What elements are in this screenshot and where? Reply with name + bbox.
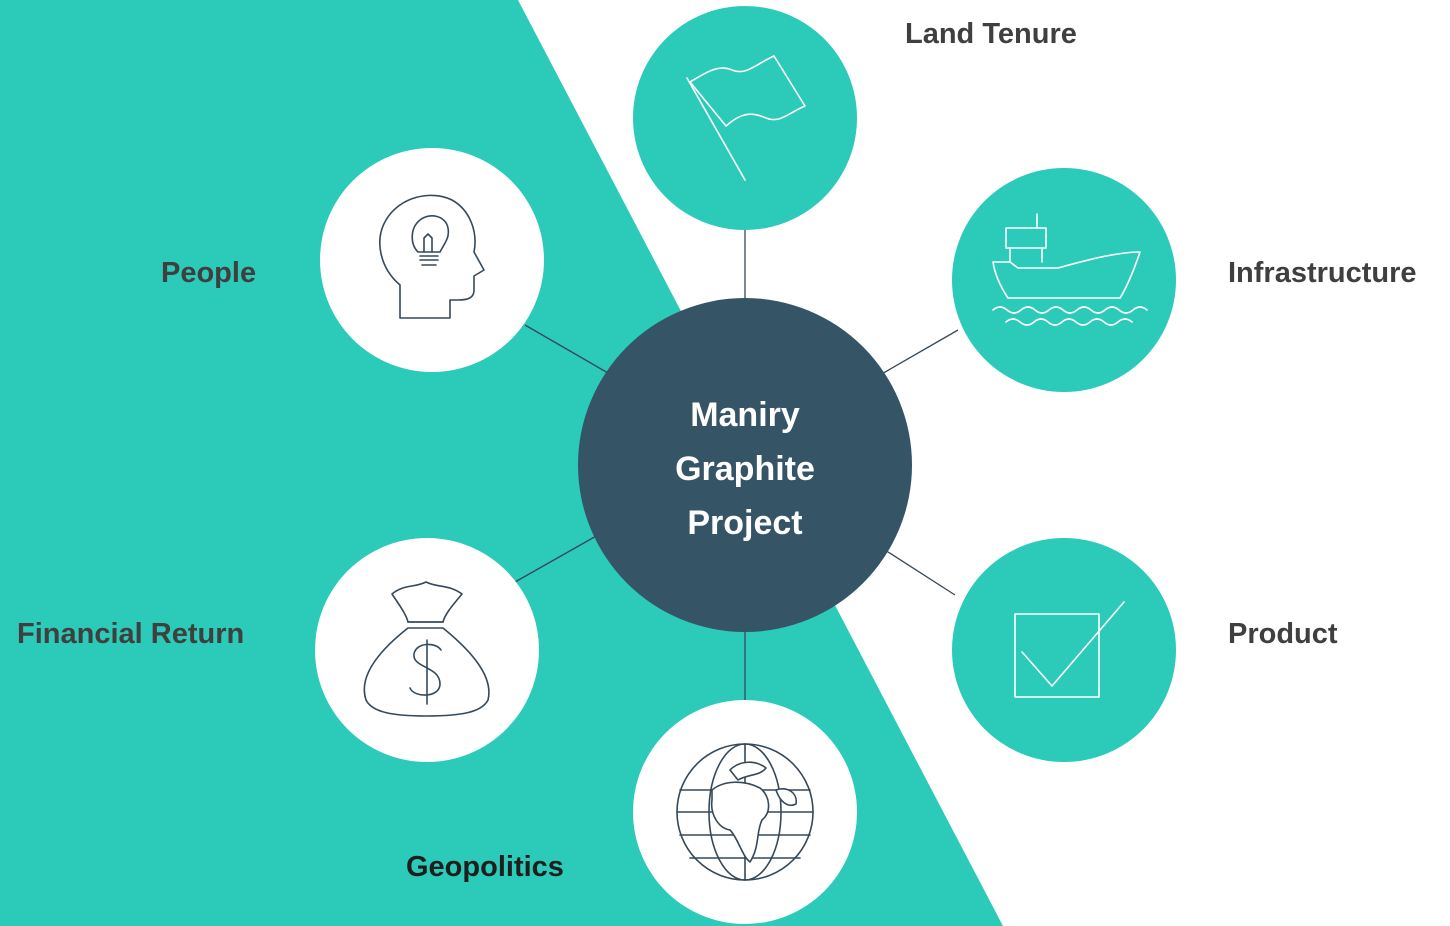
connector-infrastructure bbox=[879, 329, 959, 376]
label-product: Product bbox=[1228, 618, 1338, 650]
label-land-tenure: Land Tenure bbox=[905, 18, 1077, 50]
connectors bbox=[514, 230, 959, 700]
node-land-tenure bbox=[633, 6, 857, 230]
label-infrastructure: Infrastructure bbox=[1228, 257, 1417, 289]
money-bag-icon bbox=[363, 581, 490, 717]
center-node bbox=[578, 298, 912, 632]
node-infrastructure bbox=[952, 168, 1176, 392]
flag-icon bbox=[686, 55, 806, 181]
connector-financial-return bbox=[514, 534, 599, 583]
label-people: People bbox=[161, 257, 257, 289]
globe-icon bbox=[676, 743, 814, 881]
label-geopolitics: Geopolitics bbox=[406, 851, 564, 883]
ship-icon bbox=[992, 213, 1148, 326]
node-product bbox=[952, 538, 1176, 762]
label-financial-return: Financial Return bbox=[17, 618, 245, 650]
connector-product bbox=[884, 549, 956, 596]
teal-background-shape bbox=[0, 0, 1003, 926]
checkbox-icon bbox=[1014, 601, 1125, 698]
center-title-line-3: Project bbox=[687, 504, 803, 542]
center-title: Maniry Graphite Project bbox=[595, 388, 895, 550]
center-title-line-2: Graphite bbox=[675, 450, 815, 488]
head-lightbulb-icon bbox=[379, 194, 485, 319]
connector-people bbox=[524, 324, 609, 374]
center-title-line-1: Maniry bbox=[690, 396, 800, 434]
